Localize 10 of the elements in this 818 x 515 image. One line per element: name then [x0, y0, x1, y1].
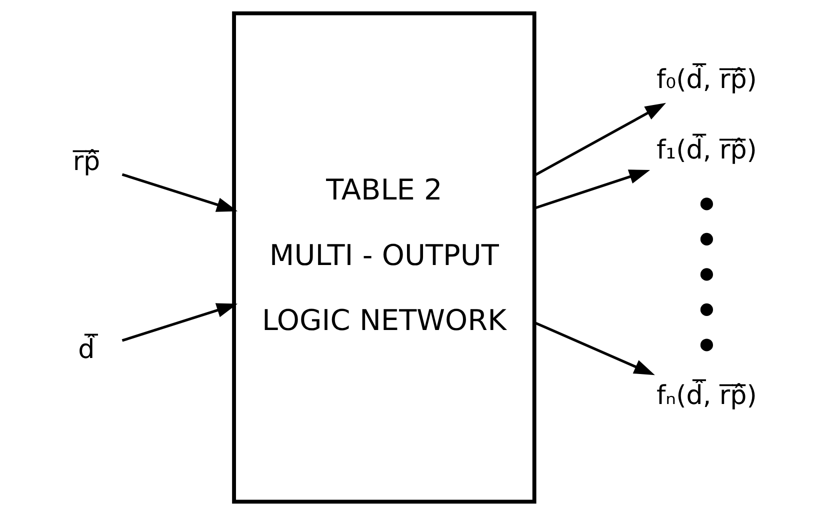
node-text: r̅p̂̅	[72, 147, 100, 178]
arrow	[122, 173, 238, 212]
arrow	[534, 102, 666, 176]
node-text: f₀(d̂̅, r̅p̂̅)	[656, 64, 757, 95]
arrow	[534, 170, 650, 210]
node-text: f₁(d̂̅, r̅p̂̅)	[656, 135, 757, 166]
node-box: TABLE 2 MULTI - OUTPUT LOGIC NETWORK	[232, 11, 536, 504]
arrow	[534, 321, 655, 376]
arrow	[122, 303, 238, 342]
node-text: fₙ(d̂̅, r̅p̂̅)	[656, 380, 757, 411]
